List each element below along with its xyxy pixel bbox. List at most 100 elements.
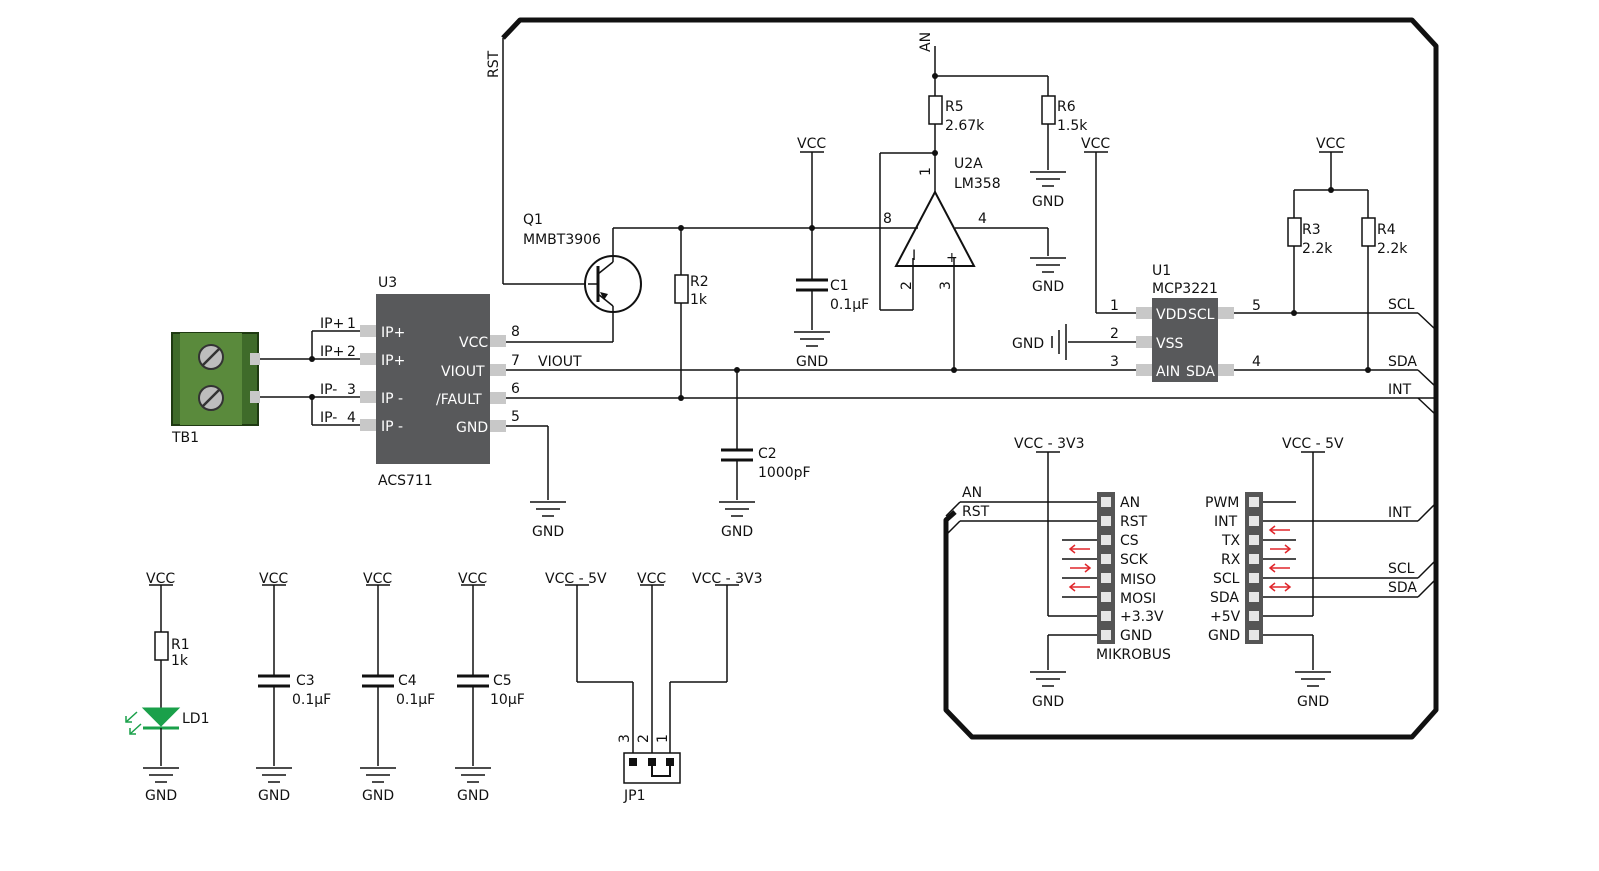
u2a-minus: I <box>912 248 916 264</box>
jp1-vcc-label: VCC <box>637 571 666 587</box>
mb-right-int: INT <box>1214 514 1238 530</box>
led-ld1-circuit: VCC R1 1k LD1 GND <box>125 571 210 804</box>
u1-pin3-name: AIN <box>1156 364 1180 380</box>
jp1-pin2: 2 <box>636 734 652 743</box>
gnd-label-ld1: GND <box>145 788 177 804</box>
mb-left-an: AN <box>1120 495 1140 511</box>
c5-value: 10µF <box>490 692 525 708</box>
jp1-vcc3v3-label: VCC - 3V3 <box>692 571 762 587</box>
u1-label: U1 <box>1152 263 1171 279</box>
gnd-label-c2: GND <box>721 524 753 540</box>
u3-pin2-net: IP+ <box>320 344 344 360</box>
resistor-r2: R2 1k <box>674 228 709 401</box>
gnd-label-u1: GND <box>1012 336 1044 352</box>
terminal-block-tb1: TB1 <box>171 332 260 446</box>
c2-label: C2 <box>758 446 777 462</box>
u2a-pin4: 4 <box>978 211 987 227</box>
c4-value: 0.1µF <box>396 692 435 708</box>
u1-pin5-name: SCL <box>1188 307 1215 323</box>
r1-label: R1 <box>171 637 190 653</box>
resistor-r3: VCC R3 2.2k <box>1287 136 1368 316</box>
sda-net-label: SDA <box>1388 354 1417 370</box>
r3-value: 2.2k <box>1302 241 1333 257</box>
u2a-pin8: 8 <box>883 211 892 227</box>
u1-pin1-name: VDD <box>1156 307 1187 323</box>
c1-label: C1 <box>830 278 849 294</box>
rst-label: RST <box>486 50 502 78</box>
u2a-pin3: 3 <box>938 281 954 290</box>
gnd-label-u2a: GND <box>1032 279 1064 295</box>
mb-right-sda: SDA <box>1210 590 1239 606</box>
resistor-r6: R6 1.5k GND <box>1030 76 1088 210</box>
resistor-r4: R4 2.2k <box>1361 190 1408 373</box>
gnd-label-c5: GND <box>457 788 489 804</box>
vcc-label-r3r4: VCC <box>1316 136 1345 152</box>
int-net-label: INT <box>1388 382 1412 398</box>
mb-right-arrows <box>1268 525 1292 592</box>
jp1-label: JP1 <box>623 788 645 804</box>
mb-left-cs: CS <box>1120 533 1139 549</box>
mb-int-net: INT <box>1388 505 1412 521</box>
u1-pin3-num: 3 <box>1110 354 1119 370</box>
r1-value: 1k <box>171 653 189 669</box>
u3-pin1-name: IP+ <box>381 325 405 341</box>
u3-pin4-num: 4 <box>347 410 356 426</box>
jp1-vcc5v-label: VCC - 5V <box>545 571 607 587</box>
gnd-label-mb-left: GND <box>1032 694 1064 710</box>
mb-left-sck: SCK <box>1120 552 1149 568</box>
mb-rst-net: RST <box>962 504 990 520</box>
an-net: AN <box>918 32 1048 96</box>
c3-value: 0.1µF <box>292 692 331 708</box>
u3-pin4-name: IP - <box>381 419 403 435</box>
scl-net-label: SCL <box>1388 297 1415 313</box>
transistor-q1: Q1 MMBT3906 <box>523 212 642 342</box>
vcc-rail: VCC <box>613 136 918 231</box>
an-label: AN <box>918 32 934 52</box>
vcc-label-c5: VCC <box>458 571 487 587</box>
u2a-plus: + <box>946 250 958 266</box>
mb-scl-net: SCL <box>1388 561 1415 577</box>
mb-left-3v3: +3.3V <box>1120 609 1164 625</box>
mb-left-arrows <box>1068 544 1092 592</box>
gnd-label-c4: GND <box>362 788 394 804</box>
q1-label: Q1 <box>523 212 543 228</box>
r2-value: 1k <box>690 292 708 308</box>
vcc-label-u1: VCC <box>1081 136 1110 152</box>
u3-pin5-name: GND <box>456 420 488 436</box>
rst-net: RST <box>486 38 588 285</box>
mb-right-tx: TX <box>1221 533 1241 549</box>
u1-pin5-num: 5 <box>1252 298 1261 314</box>
mb-sda-net: SDA <box>1388 580 1417 596</box>
u1-pin2-num: 2 <box>1110 326 1119 342</box>
u1-pin2-name: VSS <box>1156 336 1183 352</box>
u3-pin3-num: 3 <box>347 382 356 398</box>
vcc-label-c1: VCC <box>797 136 826 152</box>
mb-right-scl: SCL <box>1213 571 1240 587</box>
gnd-label-u3: GND <box>532 524 564 540</box>
u3-label: U3 <box>378 275 397 291</box>
u3-pin7-num: 7 <box>511 353 520 369</box>
mb-right-rx: RX <box>1221 552 1241 568</box>
mikrobus-connector: AN RST CS SCK MISO MOSI +3.3V GND MIKROB… <box>945 436 1437 710</box>
c4-label: C4 <box>398 673 417 689</box>
r4-value: 2.2k <box>1377 241 1408 257</box>
u3-value: ACS711 <box>378 473 433 489</box>
u3-pin8-num: 8 <box>511 324 520 340</box>
r5-value: 2.67k <box>945 118 985 134</box>
u1-value: MCP3221 <box>1152 281 1218 297</box>
capacitor-c5: VCC C5 10µF GND <box>455 571 525 804</box>
resistor-r5: R5 2.67k <box>928 95 985 192</box>
u2a-label: U2A <box>954 156 983 172</box>
gnd-label-c3: GND <box>258 788 290 804</box>
u3-pin2-num: 2 <box>347 344 356 360</box>
u3-pin3-net: IP- <box>320 382 337 398</box>
gnd-label-c1: GND <box>796 354 828 370</box>
mb-an-net: AN <box>962 485 982 501</box>
vcc-label-c3: VCC <box>259 571 288 587</box>
ic-u3: U3 ACS711 IP+ IP+ IP - IP - IP+ 1 IP+ 2 … <box>258 275 1436 540</box>
capacitor-c3: VCC C3 0.1µF GND <box>256 571 331 804</box>
capacitor-c2: C2 1000pF GND <box>719 367 811 540</box>
capacitor-c4: VCC C4 0.1µF GND <box>360 571 435 804</box>
u2a-pin1: 1 <box>918 167 934 176</box>
